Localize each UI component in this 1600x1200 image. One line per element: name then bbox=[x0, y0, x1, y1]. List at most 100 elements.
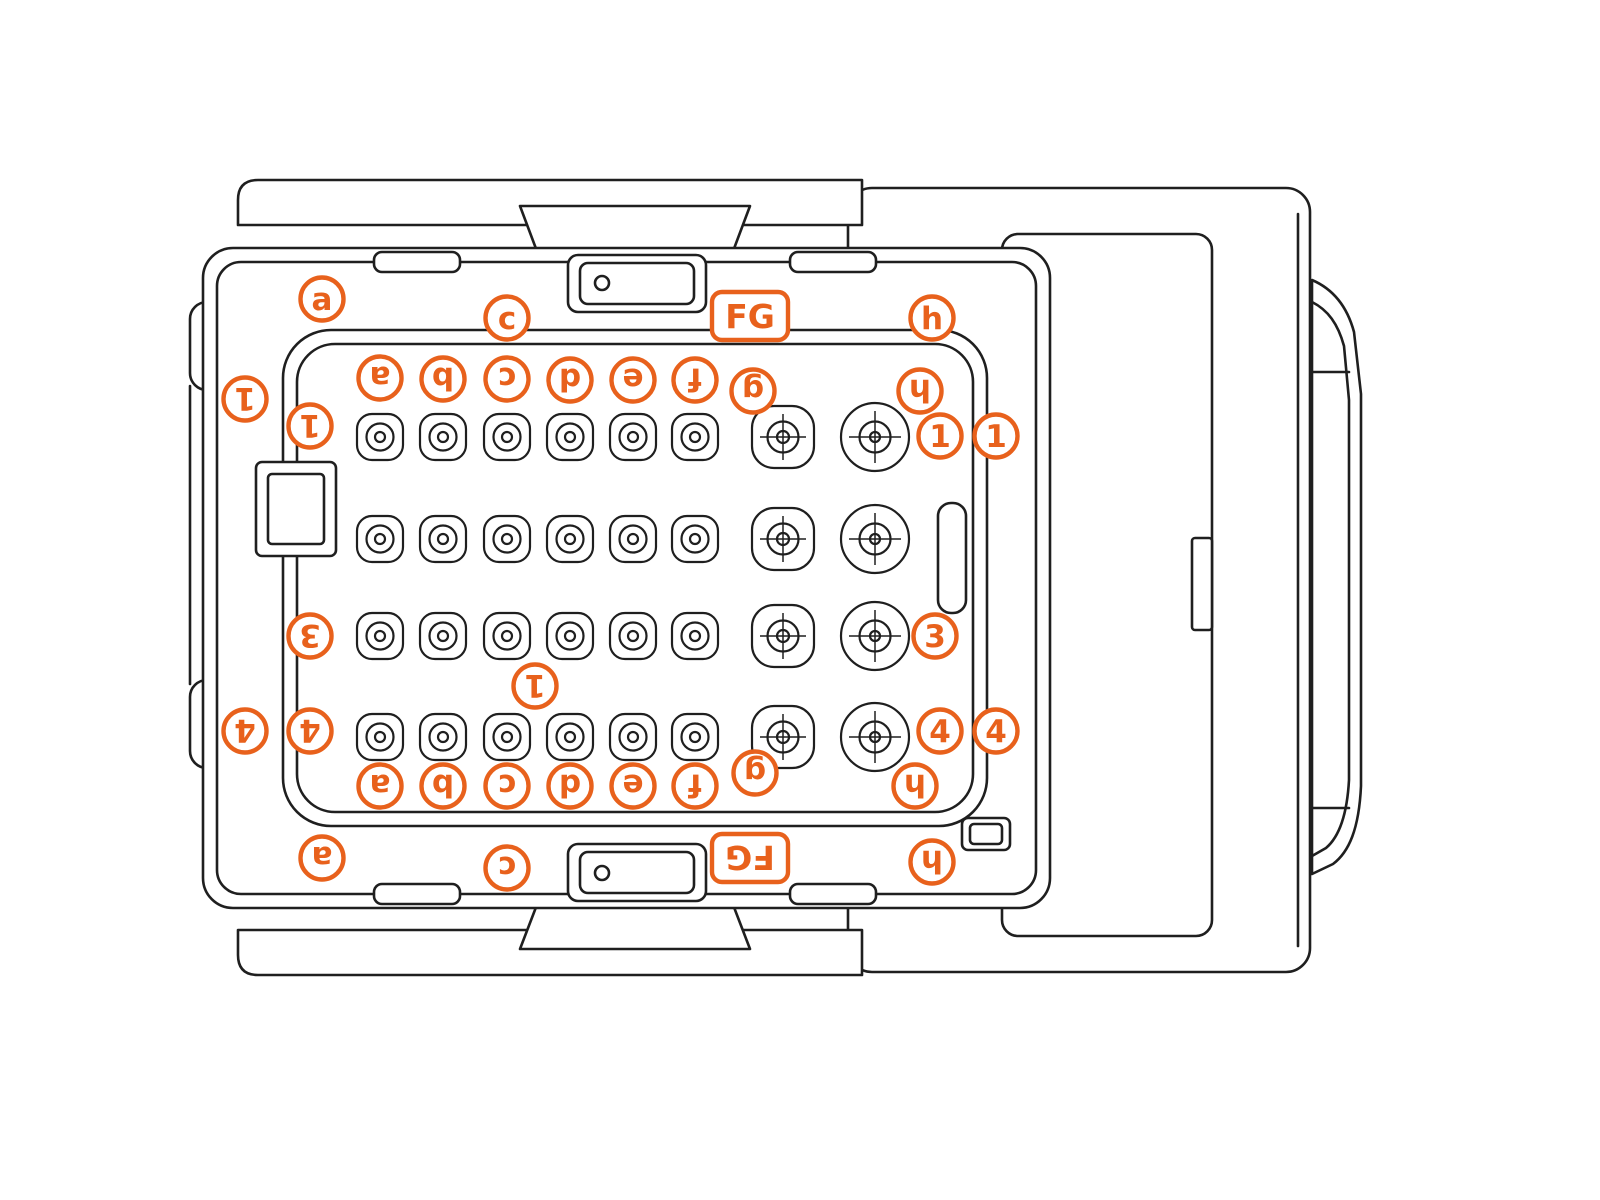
pin-label-b: b bbox=[419, 355, 467, 403]
svg-text:a: a bbox=[312, 282, 333, 318]
pin-cavity-f1 bbox=[670, 412, 720, 462]
ground-label-FG: FG bbox=[709, 831, 791, 885]
pin-cavity-g4 bbox=[750, 704, 816, 770]
pin-label-4: 4 bbox=[916, 707, 964, 755]
svg-text:h: h bbox=[909, 372, 931, 408]
pin-cavity-c3 bbox=[482, 611, 532, 661]
pin-label-4: 4 bbox=[221, 707, 269, 755]
pin-label-c: c bbox=[483, 355, 531, 403]
svg-text:a: a bbox=[370, 359, 391, 395]
pin-cavity-e4 bbox=[608, 712, 658, 762]
top-latch bbox=[566, 253, 708, 314]
housing-outline bbox=[188, 178, 1363, 977]
svg-text:b: b bbox=[432, 360, 454, 396]
pin-label-a: a bbox=[298, 275, 346, 323]
svg-text:c: c bbox=[498, 301, 516, 337]
svg-text:f: f bbox=[688, 361, 702, 397]
pin-cavity-h1 bbox=[839, 401, 911, 473]
svg-text:FG: FG bbox=[725, 297, 775, 336]
svg-text:e: e bbox=[622, 361, 643, 397]
pin-label-h: h bbox=[908, 294, 956, 342]
pin-cavity-f2 bbox=[670, 514, 720, 564]
pin-label-1: 1 bbox=[916, 412, 964, 460]
svg-text:a: a bbox=[370, 767, 391, 803]
pin-cavity-c2 bbox=[482, 514, 532, 564]
right-key-slot bbox=[936, 501, 968, 615]
pin-label-4: 4 bbox=[286, 707, 334, 755]
pin-label-d: d bbox=[546, 762, 594, 810]
pin-label-1: 1 bbox=[221, 375, 269, 423]
pin-cavity-d4 bbox=[545, 712, 595, 762]
pin-cavity-h2 bbox=[839, 503, 911, 575]
seal-groove-outer bbox=[281, 328, 989, 828]
svg-text:c: c bbox=[498, 849, 516, 885]
svg-text:c: c bbox=[498, 360, 516, 396]
svg-text:g: g bbox=[742, 372, 764, 408]
pin-label-g: g bbox=[731, 749, 779, 797]
pin-cavity-h3 bbox=[839, 600, 911, 672]
pin-label-h: h bbox=[908, 838, 956, 886]
pin-label-1: 1 bbox=[286, 402, 334, 450]
svg-text:f: f bbox=[688, 767, 702, 803]
pin-label-d: d bbox=[546, 356, 594, 404]
pin-cavity-h4 bbox=[839, 701, 911, 773]
pin-label-c: c bbox=[483, 844, 531, 892]
pin-label-f: f bbox=[671, 356, 719, 404]
pin-cavity-d1 bbox=[545, 412, 595, 462]
pin-label-3: 3 bbox=[911, 612, 959, 660]
svg-text:4: 4 bbox=[929, 714, 951, 750]
svg-text:c: c bbox=[498, 767, 516, 803]
svg-text:4: 4 bbox=[985, 714, 1007, 750]
pin-cavity-b1 bbox=[418, 412, 468, 462]
pin-cavity-g3 bbox=[750, 603, 816, 669]
pin-label-f: f bbox=[671, 762, 719, 810]
seal-groove-inner bbox=[295, 342, 975, 814]
connector-face bbox=[201, 246, 1052, 910]
svg-text:h: h bbox=[921, 301, 943, 337]
pin-label-e: e bbox=[609, 762, 657, 810]
rear-latch-slot bbox=[1190, 536, 1214, 632]
pin-label-a: a bbox=[356, 762, 404, 810]
pin-cavity-b3 bbox=[418, 611, 468, 661]
pin-label-g: g bbox=[729, 367, 777, 415]
pin-label-3: 3 bbox=[286, 612, 334, 660]
pin-label-1: 1 bbox=[511, 662, 559, 710]
svg-text:a: a bbox=[312, 839, 333, 875]
corner-vent bbox=[960, 816, 1012, 852]
svg-text:1: 1 bbox=[929, 419, 951, 455]
svg-text:d: d bbox=[559, 361, 581, 397]
left-key-notch bbox=[254, 460, 338, 558]
pin-label-c: c bbox=[483, 762, 531, 810]
pin-cavity-f3 bbox=[670, 611, 720, 661]
svg-text:1: 1 bbox=[985, 419, 1007, 455]
pin-label-b: b bbox=[419, 762, 467, 810]
pin-cavity-g2 bbox=[750, 506, 816, 572]
pin-cavity-grid bbox=[355, 401, 911, 773]
pin-label-1: 1 bbox=[972, 412, 1020, 460]
svg-text:FG: FG bbox=[725, 838, 775, 877]
pin-cavity-a1 bbox=[355, 412, 405, 462]
svg-text:b: b bbox=[432, 767, 454, 803]
pin-cavity-e1 bbox=[608, 412, 658, 462]
svg-text:e: e bbox=[622, 767, 643, 803]
pin-cavity-e2 bbox=[608, 514, 658, 564]
pin-cavity-c1 bbox=[482, 412, 532, 462]
pin-cavity-d3 bbox=[545, 611, 595, 661]
ground-label-FG: FG bbox=[709, 289, 791, 343]
pin-label-a: a bbox=[298, 834, 346, 882]
pin-cavity-a2 bbox=[355, 514, 405, 564]
pin-cavity-g1 bbox=[750, 404, 816, 470]
pin-label-a: a bbox=[356, 354, 404, 402]
svg-text:1: 1 bbox=[524, 667, 546, 703]
pin-label-4: 4 bbox=[972, 707, 1020, 755]
svg-text:3: 3 bbox=[299, 617, 321, 653]
pin-cavity-b2 bbox=[418, 514, 468, 564]
rear-latch-outline bbox=[1310, 278, 1363, 876]
pin-cavity-d2 bbox=[545, 514, 595, 564]
svg-text:g: g bbox=[744, 754, 766, 790]
pin-cavity-a3 bbox=[355, 611, 405, 661]
svg-text:1: 1 bbox=[234, 380, 256, 416]
